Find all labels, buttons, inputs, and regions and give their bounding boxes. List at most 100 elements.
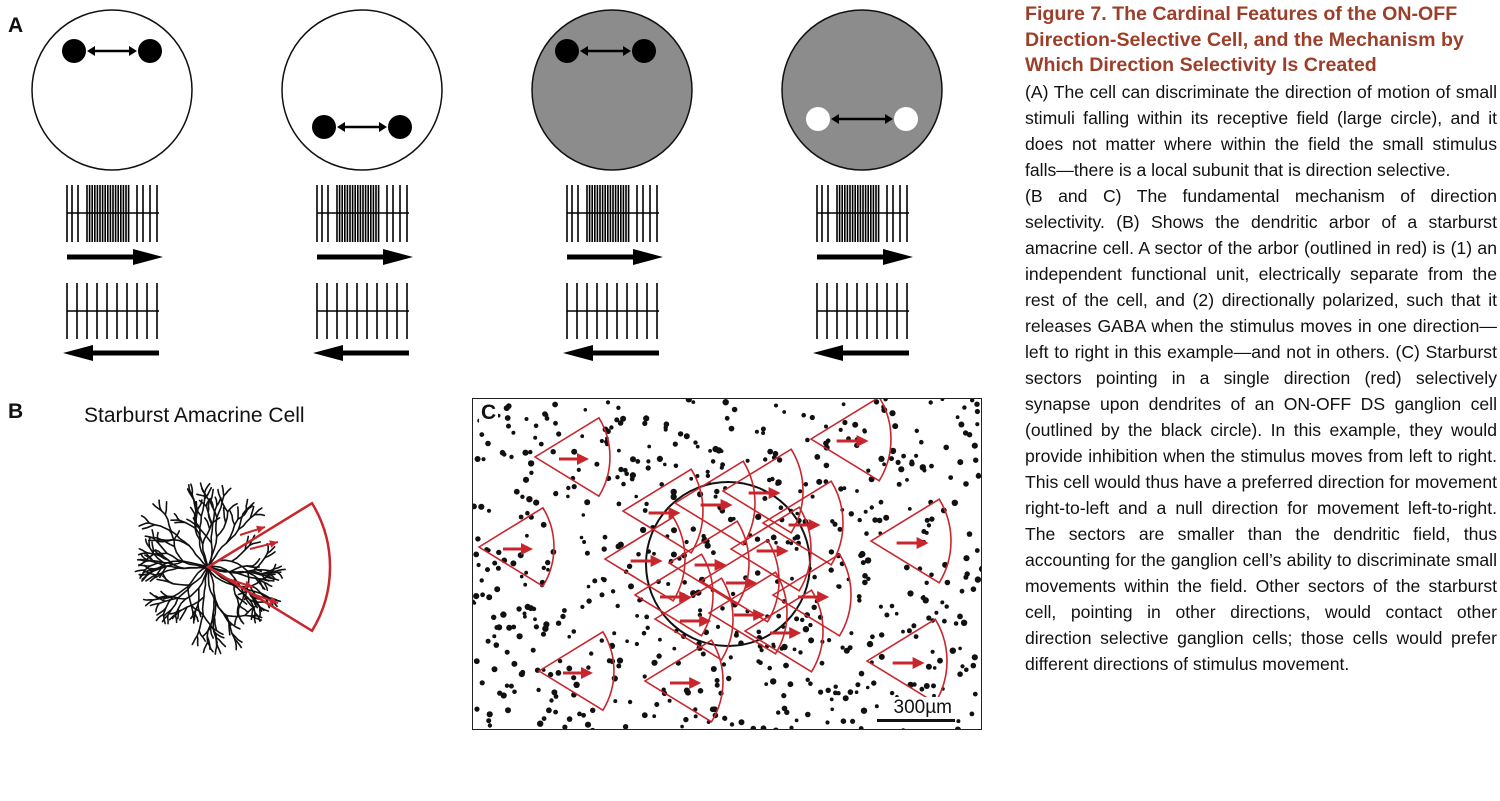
amacrine-soma-dot (833, 684, 838, 689)
dendrite-branch (198, 499, 208, 507)
amacrine-soma-dot (538, 441, 544, 447)
starburst-sector-outline (699, 539, 780, 623)
amacrine-soma-dot (494, 586, 501, 593)
amacrine-soma-dot (912, 682, 917, 687)
dendrite-branch (215, 642, 222, 655)
dendrite-branch (160, 560, 185, 570)
amacrine-soma-dot (808, 622, 813, 628)
amacrine-soma-dot (504, 683, 510, 688)
amacrine-soma-dot (808, 681, 813, 686)
sector-arrow-head-icon (912, 657, 925, 669)
amacrine-soma-dot (537, 720, 544, 727)
amacrine-soma-dot (479, 578, 484, 583)
amacrine-soma-dot (599, 592, 605, 598)
amacrine-soma-dot (827, 638, 832, 643)
dendrite-branch (214, 496, 218, 507)
scale-bar (877, 719, 955, 722)
dendrite-branch (152, 503, 162, 512)
dendrite-branch (144, 551, 154, 562)
amacrine-soma-dot (705, 473, 711, 478)
amacrine-soma-dot (712, 445, 719, 453)
amacrine-soma-dot (754, 536, 761, 542)
amacrine-soma-dot (929, 516, 935, 522)
dendrite-branch (149, 592, 161, 600)
amacrine-soma-dot (866, 468, 871, 473)
amacrine-soma-dot (932, 666, 937, 670)
amacrine-soma-dot (863, 509, 868, 514)
amacrine-soma-dot (672, 646, 677, 651)
arrow-head-right-icon (885, 114, 893, 124)
amacrine-soma-dot (926, 615, 932, 621)
amacrine-soma-dot (792, 647, 797, 652)
sector-arrow-head-icon (753, 609, 766, 621)
dendrite-branch (266, 572, 276, 580)
amacrine-soma-dot (571, 629, 577, 634)
amacrine-soma-dot (759, 648, 764, 653)
dendrite-branch (177, 566, 209, 599)
amacrine-soma-dot (940, 600, 945, 605)
amacrine-soma-dot (540, 521, 547, 528)
amacrine-soma-dot (882, 462, 886, 467)
amacrine-soma-dot (545, 559, 551, 566)
amacrine-soma-dot (925, 663, 932, 670)
amacrine-soma-dot (714, 678, 720, 683)
caption-paragraph-a: (A) The cell can discriminate the direct… (1025, 81, 1497, 180)
amacrine-soma-dot (567, 634, 571, 639)
amacrine-soma-dot (720, 606, 725, 611)
receptive-field-circle (31, 9, 193, 171)
amacrine-soma-dot (553, 491, 559, 497)
amacrine-soma-dot (905, 478, 909, 482)
amacrine-soma-dot (492, 634, 497, 639)
dendrite-branch (237, 593, 245, 617)
dendrite-branch (156, 578, 169, 583)
amacrine-soma-dot (581, 712, 586, 718)
dendrite-branch (154, 566, 181, 576)
amacrine-soma-dot (772, 450, 779, 457)
amacrine-soma-dot (656, 653, 662, 659)
dendrite-branch (253, 601, 265, 612)
amacrine-soma-dot (610, 589, 616, 594)
amacrine-soma-dot (542, 411, 548, 417)
dendrite-branch (161, 571, 169, 583)
amacrine-soma-dot (809, 414, 815, 421)
amacrine-soma-dot (635, 459, 641, 464)
amacrine-soma-dot (847, 689, 854, 695)
dendrite-branch (196, 614, 204, 637)
amacrine-soma-dot (878, 499, 884, 505)
arrow-head-left-icon (87, 46, 95, 56)
arrow-left-icon (313, 345, 343, 361)
starburst-sector-outline (533, 416, 611, 498)
amacrine-soma-dot (866, 576, 871, 581)
amacrine-soma-dot (841, 402, 846, 407)
amacrine-soma-dot (929, 463, 934, 469)
amacrine-soma-dot (810, 494, 815, 499)
dendrite-branch (195, 527, 209, 568)
stimulus-dot (894, 107, 918, 131)
dendrite-branch (233, 638, 243, 649)
amacrine-soma-dot (960, 619, 968, 626)
amacrine-soma-dot (776, 457, 783, 463)
amacrine-soma-dot (953, 621, 959, 626)
amacrine-soma-dot (805, 437, 810, 443)
dendrite-branch (160, 509, 172, 532)
amacrine-soma-dot (858, 726, 864, 729)
amacrine-soma-dot (957, 671, 963, 677)
amacrine-soma-dot (503, 405, 510, 412)
dendrite-branch (144, 599, 154, 607)
arrow-right-icon (633, 249, 663, 265)
amacrine-soma-dot (523, 582, 528, 587)
dendrite-branch (211, 504, 218, 526)
amacrine-soma-dot (553, 694, 559, 699)
dendrite-branch (155, 613, 165, 622)
amacrine-soma-dot (874, 704, 879, 709)
amacrine-soma-dot (790, 576, 794, 581)
amacrine-soma-dot (497, 690, 503, 696)
amacrine-soma-dot (802, 626, 810, 633)
amacrine-soma-dot (957, 613, 963, 620)
amacrine-soma-dot (870, 634, 875, 640)
dendrite-branch (264, 551, 276, 559)
dendrite-branch (234, 614, 239, 626)
amacrine-soma-dot (919, 439, 924, 445)
amacrine-soma-dot (816, 478, 823, 485)
amacrine-soma-dot (773, 727, 779, 729)
